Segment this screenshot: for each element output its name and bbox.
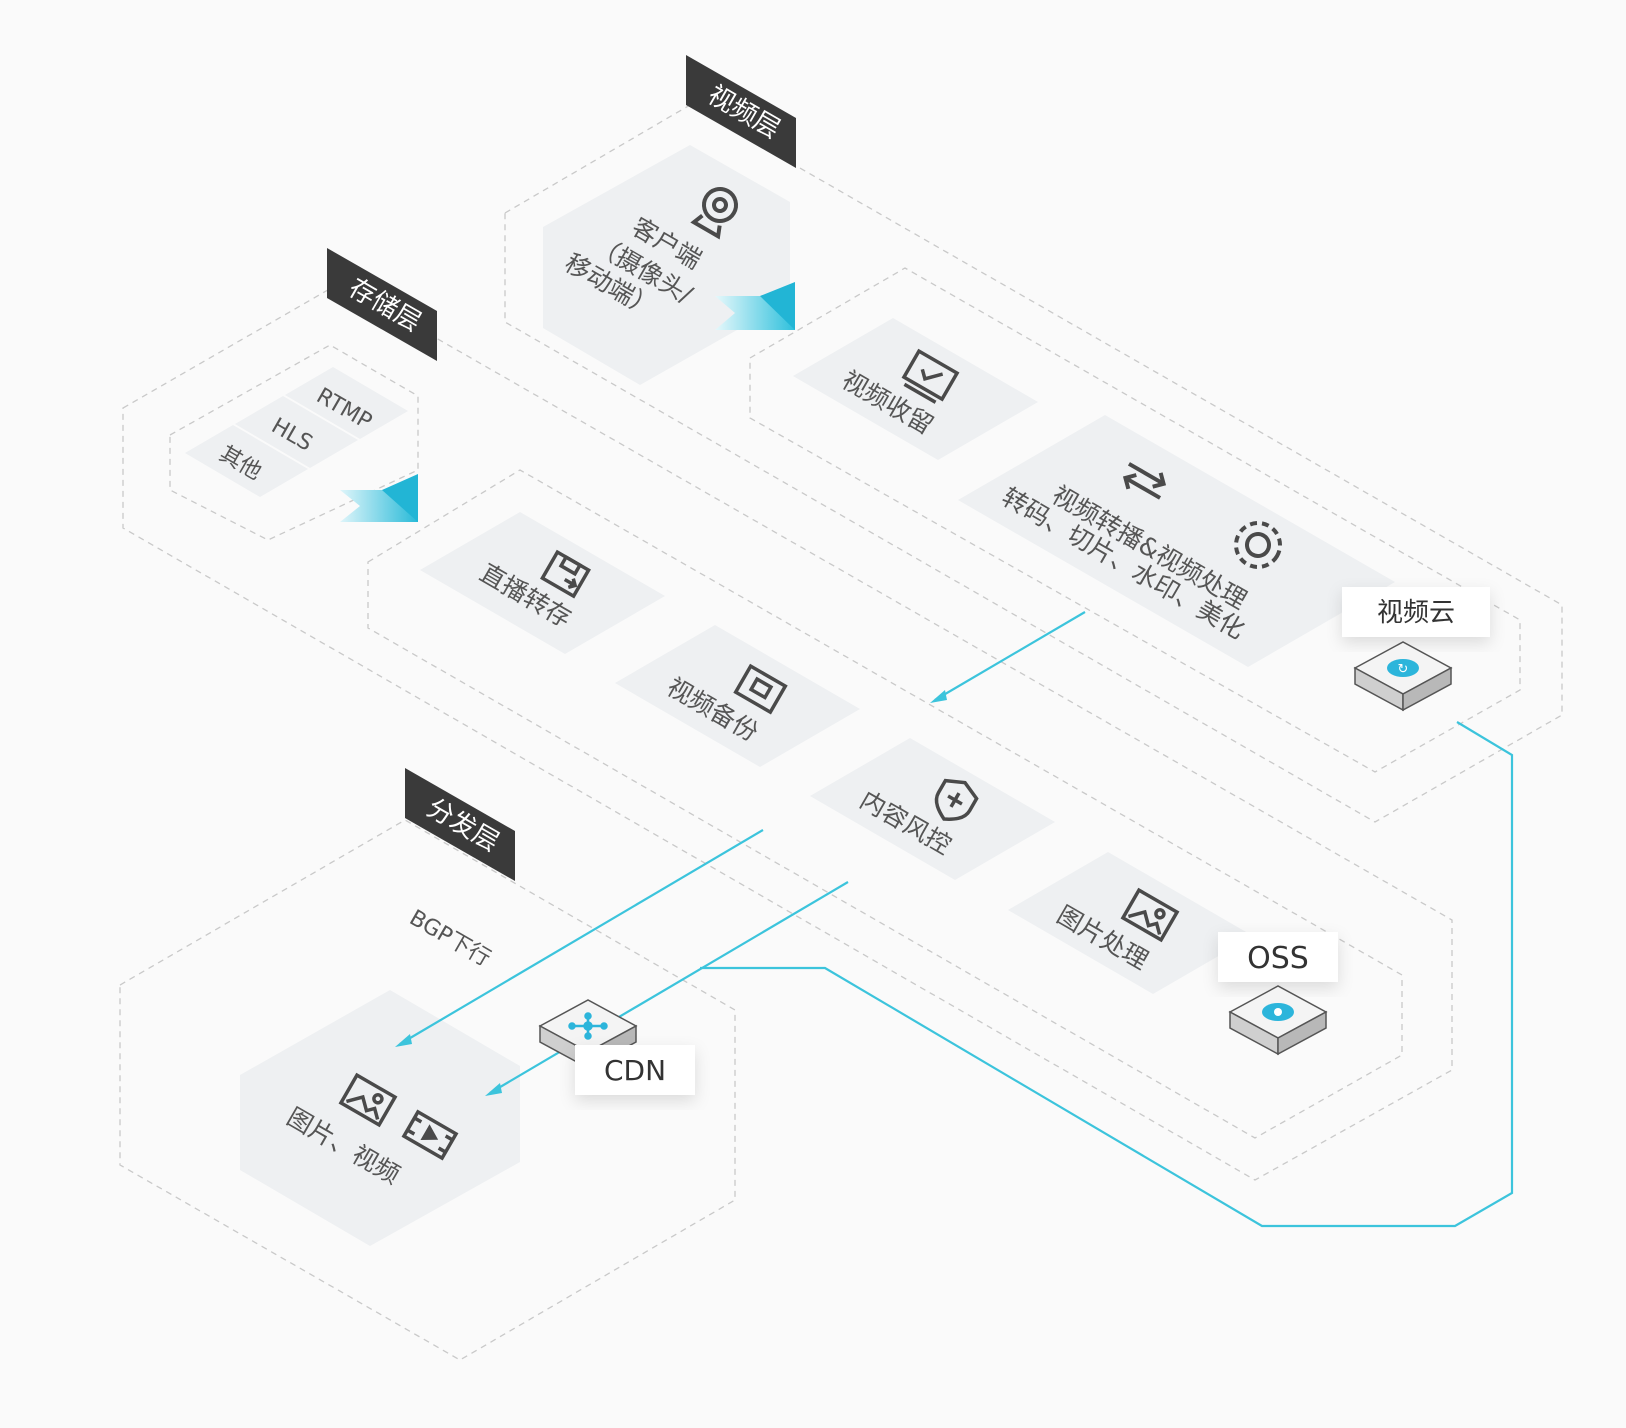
video-cloud-inner-outline (749, 267, 1521, 773)
transcode-tile (958, 415, 1395, 667)
hls-tile (235, 396, 358, 468)
rtmp-tile (285, 367, 408, 439)
gear-icon (1234, 521, 1282, 569)
sync-icon (1122, 462, 1167, 500)
distribution-layer-tag: 分发层 (405, 768, 515, 881)
oss-label: OSS (1247, 941, 1309, 976)
film-icon (401, 1109, 459, 1161)
storage-layer-outline (122, 282, 1453, 1181)
picture-icon (338, 1072, 398, 1128)
client-down-arrow (715, 282, 795, 330)
monitor-check-icon (901, 348, 960, 404)
bgp-label: BGP下行 (405, 906, 495, 972)
storage-inner-outline (367, 469, 1403, 1139)
protocols-down-arrow (340, 474, 418, 522)
media-tile (240, 990, 520, 1246)
cdn-service: CDN (538, 999, 695, 1095)
oss-service: OSS (1218, 932, 1338, 1056)
video-layer-tag: 视频层 (686, 55, 796, 168)
video-cloud-label: 视频云 (1377, 598, 1455, 628)
arrow-heads (395, 690, 947, 1096)
flow-lines (399, 611, 1514, 1228)
webcam-icon (690, 187, 738, 240)
image-icon (1120, 887, 1180, 943)
cdn-label: CDN (604, 1054, 666, 1087)
save-icon (540, 549, 591, 599)
distribution-layer-outline (119, 819, 736, 1361)
video-cloud-service: 视频云 ↻ (1342, 587, 1490, 712)
backup-icon (733, 663, 788, 715)
other-tile (185, 425, 308, 497)
content-risk-tile (810, 738, 1055, 880)
storage-layer-tag: 存储层 (327, 248, 437, 361)
video-cloud-box-icon: ↻ (1353, 641, 1453, 712)
svg-text:↻: ↻ (1398, 662, 1409, 677)
live-save-tile (420, 512, 665, 654)
video-backup-tile (615, 625, 860, 767)
shield-icon (934, 778, 979, 821)
oss-box-icon (1228, 985, 1328, 1056)
